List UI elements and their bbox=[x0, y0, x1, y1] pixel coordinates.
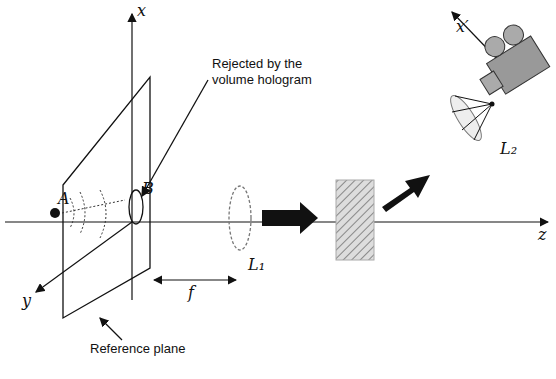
beam-arrow bbox=[382, 175, 430, 212]
reference-plane bbox=[63, 77, 150, 318]
axis-label: y bbox=[22, 292, 31, 310]
plane-label: Reference plane bbox=[90, 342, 185, 356]
ray bbox=[62, 200, 125, 213]
wavefronts bbox=[70, 190, 106, 238]
x-axis bbox=[131, 14, 132, 300]
volume-hologram bbox=[336, 180, 374, 260]
axis-label: z bbox=[538, 226, 546, 244]
lens bbox=[445, 92, 486, 145]
lens-label: L₂ bbox=[500, 140, 517, 158]
beam-arrow bbox=[262, 202, 318, 234]
axis-label: x bbox=[137, 2, 146, 20]
focus-rays bbox=[452, 96, 492, 140]
callout-text: Rejected by the volume hologram bbox=[212, 56, 342, 89]
dimension-label: f bbox=[188, 284, 194, 302]
y-axis bbox=[36, 222, 132, 292]
leader bbox=[142, 80, 208, 196]
lens-label: L₁ bbox=[248, 256, 265, 274]
leader bbox=[100, 318, 122, 340]
point-source bbox=[50, 208, 60, 218]
ellipse-b bbox=[129, 190, 143, 224]
axis-label: x′ bbox=[456, 18, 469, 36]
point-label: A bbox=[58, 190, 70, 208]
focus-point bbox=[490, 102, 495, 107]
lens bbox=[229, 186, 251, 250]
point-label: B bbox=[142, 180, 154, 198]
dimension-line bbox=[154, 279, 236, 280]
camera bbox=[464, 19, 550, 101]
